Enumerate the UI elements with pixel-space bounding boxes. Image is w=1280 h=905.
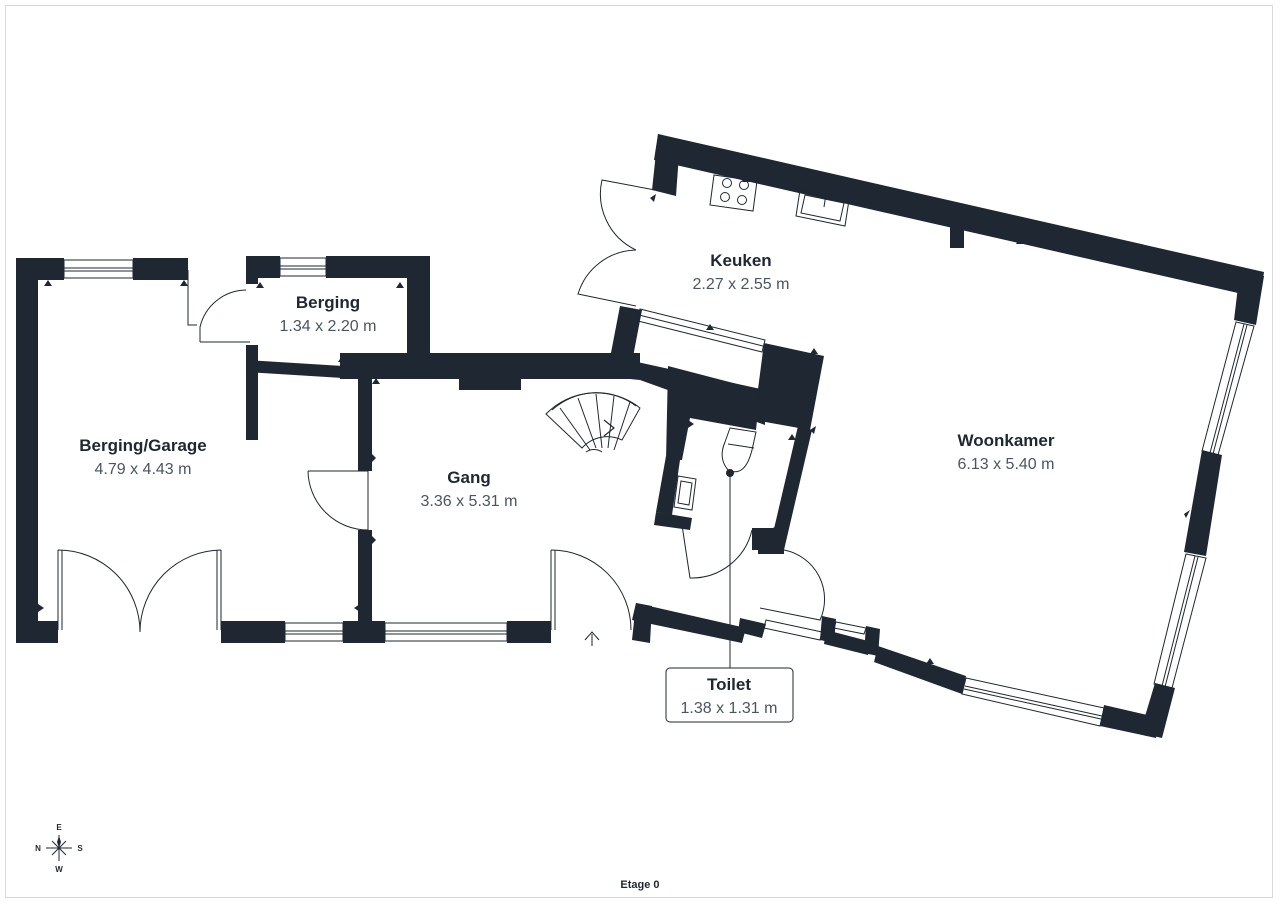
- page-frame: [5, 5, 1273, 898]
- room-name-toilet: Toilet: [707, 675, 751, 694]
- wall: [507, 621, 551, 643]
- toilet-fixtures: [673, 427, 757, 668]
- room-dims-gang: 3.36 x 5.31 m: [421, 493, 518, 510]
- window: [637, 308, 766, 353]
- doors: [57, 179, 826, 633]
- room-name-gang: Gang: [447, 468, 490, 487]
- window: [279, 257, 327, 277]
- door-frame: [187, 270, 197, 326]
- window: [961, 677, 1105, 727]
- floor-label: Etage 0: [620, 879, 659, 891]
- wall: [246, 360, 343, 378]
- wall: [632, 603, 652, 643]
- wall: [874, 646, 966, 694]
- sink-icon: [795, 189, 850, 227]
- wall: [654, 134, 1264, 298]
- front-door-swing: [550, 549, 632, 631]
- kitchen-door-swing: [599, 179, 656, 251]
- wall: [340, 353, 640, 379]
- wall: [770, 426, 812, 550]
- wall: [459, 375, 521, 390]
- dimension-markers: [38, 176, 1190, 664]
- entrance-arrow-icon: [584, 631, 600, 646]
- wall: [1234, 270, 1264, 325]
- wall: [656, 456, 680, 515]
- room-name-berging-garage: Berging/Garage: [79, 436, 207, 455]
- garage-door-left: [57, 549, 141, 633]
- wall: [221, 621, 285, 643]
- window: [1153, 553, 1207, 689]
- room-name-berging: Berging: [296, 293, 360, 312]
- window: [384, 622, 508, 642]
- wall: [326, 256, 430, 278]
- wall: [632, 603, 746, 643]
- wall: [133, 258, 188, 280]
- room-name-woonkamer: Woonkamer: [958, 431, 1055, 450]
- wall: [950, 218, 964, 248]
- staircase: [545, 392, 641, 453]
- wall: [358, 530, 372, 643]
- window: [284, 622, 344, 642]
- wall: [1100, 705, 1160, 738]
- wall: [16, 258, 38, 643]
- wall: [738, 618, 766, 638]
- garage-door-right: [139, 549, 222, 633]
- window: [763, 619, 823, 641]
- room-dims-berging: 1.34 x 2.20 m: [280, 318, 377, 335]
- window: [833, 621, 867, 635]
- wall: [375, 621, 385, 643]
- kitchen-fixtures: [709, 174, 850, 227]
- compass-top: E: [56, 823, 62, 832]
- wall: [407, 256, 430, 366]
- wall: [864, 626, 880, 656]
- compass-right: S: [77, 844, 83, 853]
- room-dims-keuken: 2.27 x 2.55 m: [693, 276, 790, 293]
- compass-left: N: [35, 844, 41, 853]
- compass-rose-icon: E N S W: [35, 823, 83, 874]
- room-dims-toilet: 1.38 x 1.31 m: [681, 700, 778, 717]
- walls: [16, 134, 1264, 738]
- wall: [654, 512, 692, 530]
- gang-door-swing: [307, 470, 369, 531]
- window: [63, 259, 134, 279]
- wall: [358, 370, 372, 471]
- wall: [666, 366, 760, 460]
- washbasin-icon: [673, 475, 697, 511]
- wall: [824, 630, 872, 655]
- wall: [610, 306, 642, 362]
- toilet-label-box: [665, 667, 794, 723]
- wall: [246, 345, 258, 440]
- windows: [63, 257, 1255, 727]
- window: [1201, 321, 1255, 456]
- room-name-keuken: Keuken: [710, 251, 771, 270]
- stove-icon: [709, 174, 758, 212]
- wall: [754, 343, 824, 430]
- wall: [1184, 450, 1222, 556]
- toilet-door-swing: [681, 524, 753, 579]
- wall: [758, 538, 784, 554]
- wall: [246, 256, 258, 284]
- compass-bottom: W: [55, 865, 63, 874]
- door-swing: [199, 289, 247, 342]
- room-dims-berging-garage: 4.79 x 4.43 m: [95, 461, 192, 478]
- room-dims-woonkamer: 6.13 x 5.40 m: [958, 456, 1055, 473]
- woonkamer-door-swing: [759, 549, 826, 621]
- wall: [16, 621, 58, 643]
- kitchen-door-swing-2: [577, 249, 637, 307]
- toilet-icon: [721, 427, 757, 473]
